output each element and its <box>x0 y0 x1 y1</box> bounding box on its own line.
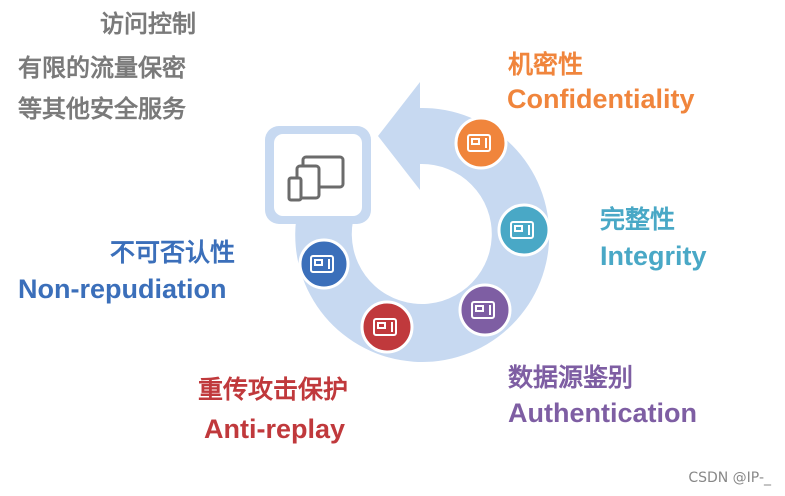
service-node-2 <box>458 283 512 337</box>
other-service-label: 访问控制 <box>100 10 196 38</box>
devices-icon <box>287 155 345 202</box>
service-en-label: Non-repudiation <box>18 274 227 304</box>
service-cn-label: 不可否认性 <box>110 238 236 267</box>
service-node-3 <box>360 300 414 354</box>
other-service-label: 等其他安全服务 <box>18 95 186 123</box>
tablet-icon <box>373 318 397 336</box>
service-en-label: Integrity <box>600 241 707 271</box>
service-node-0 <box>454 116 508 170</box>
service-en-label: Authentication <box>508 398 697 428</box>
tablet-icon <box>510 221 534 239</box>
tablet-icon <box>471 301 495 319</box>
service-cn-label: 完整性 <box>600 205 676 234</box>
other-service-label: 有限的流量保密 <box>18 54 186 82</box>
service-node-4 <box>298 238 350 290</box>
service-en-label: Confidentiality <box>507 84 695 114</box>
watermark: CSDN @IP-_ <box>688 470 771 486</box>
service-node-1 <box>497 203 551 257</box>
service-cn-label: 机密性 <box>508 50 584 79</box>
center-devices-tile <box>265 126 371 224</box>
service-cn-label: 重传攻击保护 <box>198 375 349 404</box>
tablet-icon <box>310 255 334 273</box>
service-en-label: Anti-replay <box>204 414 346 444</box>
tablet-icon <box>467 134 491 152</box>
service-cn-label: 数据源鉴别 <box>508 363 634 392</box>
